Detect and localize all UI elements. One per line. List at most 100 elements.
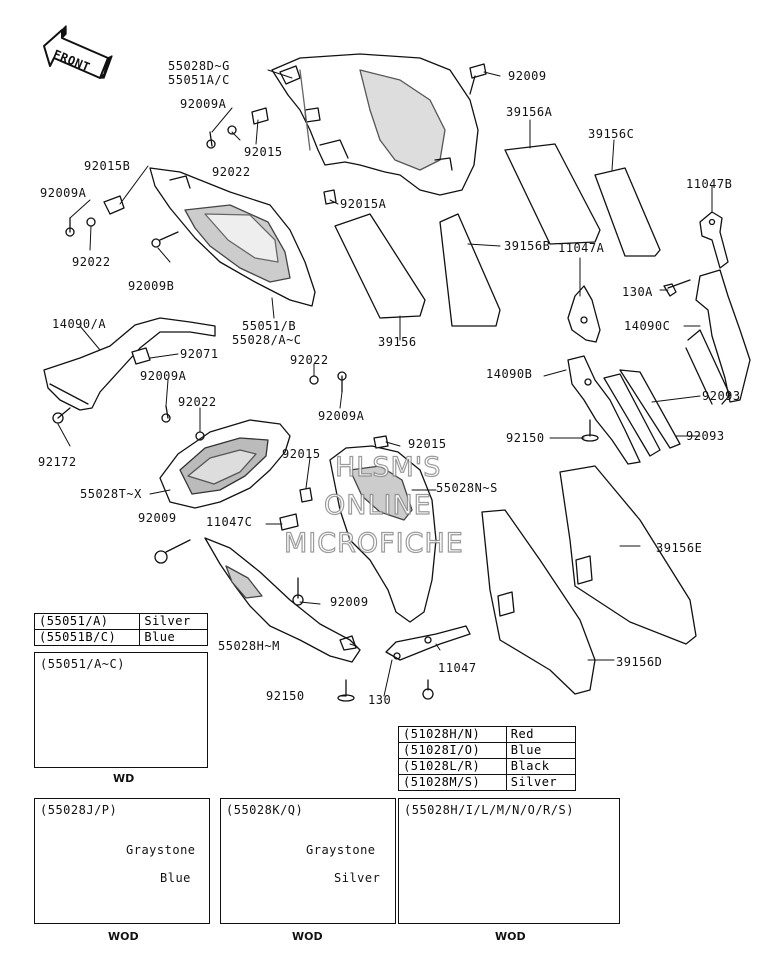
screw-92009a-4-icon xyxy=(337,371,347,393)
label-39156b: 39156B xyxy=(504,239,551,253)
table-cell: Red xyxy=(505,726,577,743)
inset-box-jp xyxy=(34,798,210,924)
label-92022-2: 92022 xyxy=(72,255,111,269)
bolt-130a-icon xyxy=(663,279,691,297)
clip-11047c-icon xyxy=(279,513,299,531)
color-table-51028: (51028H/N)Red (51028I/O)Blue (51028L/R)B… xyxy=(398,726,577,791)
label-39156c: 39156C xyxy=(588,127,635,141)
color-table-55051: (55051/A) Silver (55051B/C) Blue xyxy=(33,613,208,646)
inset-55051-caption: WD xyxy=(113,772,135,785)
label-39156d: 39156D xyxy=(616,655,663,669)
inset-55051-title: (55051/A~C) xyxy=(40,657,125,671)
label-92009-3: 92009 xyxy=(330,595,369,609)
bracket-11047b-part xyxy=(699,211,729,269)
inset-kq-title: (55028K/Q) xyxy=(226,803,304,817)
inner-fairing-14090a-part xyxy=(43,317,216,411)
label-92093-2: 92093 xyxy=(686,429,725,443)
grommet-92071-icon xyxy=(131,347,151,365)
label-55028n-s: 55028N~S xyxy=(436,481,498,495)
table-row: (55051/A) Silver xyxy=(33,613,208,630)
label-92071: 92071 xyxy=(180,347,219,361)
inset-kq-label-2: Silver xyxy=(334,871,381,885)
trim-39156-part xyxy=(334,213,426,319)
inset-all-title: (55028H/I/L/M/N/O/R/S) xyxy=(404,803,574,817)
table-cell: Black xyxy=(505,758,577,775)
table-cell: Blue xyxy=(505,742,577,759)
stay-14090c-part xyxy=(685,269,751,405)
label-11047: 11047 xyxy=(438,661,477,675)
inset-jp-label-2: Blue xyxy=(160,871,191,885)
table-row: (51028M/S)Silver xyxy=(398,774,577,791)
label-92093-1: 92093 xyxy=(702,389,741,403)
front-arrow-icon xyxy=(43,25,113,79)
table-row: (51028L/R)Black xyxy=(398,758,577,775)
label-14090a: 14090/A xyxy=(52,317,107,331)
label-11047b: 11047B xyxy=(686,177,733,191)
label-55051b: 55051/B xyxy=(242,319,297,333)
label-92015-3: 92015 xyxy=(408,437,447,451)
watermark-line-3: MICROFICHE xyxy=(283,527,464,559)
label-55028t-x: 55028T~X xyxy=(80,487,142,501)
screw-92009a-2-icon xyxy=(65,217,75,237)
stay-14090b-part xyxy=(567,355,681,465)
label-39156: 39156 xyxy=(378,335,417,349)
screw-92172-icon xyxy=(52,407,71,424)
label-55028d-g: 55028D~G xyxy=(168,59,230,73)
nut-92015-2-icon xyxy=(299,487,313,503)
table-cell: (51028L/R) xyxy=(398,758,507,775)
screw-92009b-icon xyxy=(151,231,179,248)
label-92009a-4: 92009A xyxy=(318,409,365,423)
label-92015-2: 92015 xyxy=(282,447,321,461)
inset-box-kq xyxy=(220,798,396,924)
label-55028a-c: 55028/A~C xyxy=(232,333,302,347)
inset-kq-caption: WOD xyxy=(292,930,323,943)
label-92172: 92172 xyxy=(38,455,77,469)
trim-39156c-part xyxy=(594,167,661,257)
label-92009-top: 92009 xyxy=(508,69,547,83)
washer-92022-1-icon xyxy=(227,125,237,135)
nut-92015b-icon xyxy=(103,195,125,215)
lower-cowl-55028hm-part xyxy=(204,537,361,663)
table-cell: (51028H/N) xyxy=(398,726,507,743)
inset-jp-label-1: Graystone xyxy=(126,843,196,857)
table-row: (51028I/O)Blue xyxy=(398,742,577,759)
label-92009b: 92009B xyxy=(128,279,175,293)
trim-39156d-part xyxy=(481,509,596,695)
label-14090c: 14090C xyxy=(624,319,671,333)
label-14090b: 14090B xyxy=(486,367,533,381)
label-55028h-m: 55028H~M xyxy=(218,639,280,653)
table-cell: (55051/A) xyxy=(33,613,141,630)
screw-92009-3-icon xyxy=(292,577,304,606)
table-cell: Silver xyxy=(505,774,577,791)
table-cell: (51028I/O) xyxy=(398,742,507,759)
nut-92015a-icon xyxy=(323,189,337,205)
table-cell: Blue xyxy=(139,629,208,646)
label-11047c: 11047C xyxy=(206,515,253,529)
washer-92022-2-icon xyxy=(86,217,96,227)
inset-box-55051 xyxy=(34,652,208,768)
label-92022-1: 92022 xyxy=(212,165,251,179)
inset-box-all xyxy=(398,798,620,924)
label-92022-4: 92022 xyxy=(290,353,329,367)
trim-39156a-part xyxy=(504,143,601,245)
inset-jp-title: (55028J/P) xyxy=(40,803,118,817)
label-39156a: 39156A xyxy=(506,105,553,119)
table-cell: Silver xyxy=(139,613,208,630)
inset-jp-caption: WOD xyxy=(108,930,139,943)
label-92150-1: 92150 xyxy=(506,431,545,445)
table-row: (55051B/C) Blue xyxy=(33,629,208,646)
inset-all-caption: WOD xyxy=(495,930,526,943)
watermark-line-1: HLSM'S xyxy=(334,451,442,483)
screw-92009-2-icon xyxy=(154,539,191,564)
label-39156e: 39156E xyxy=(656,541,703,555)
screw-92009a-1-icon xyxy=(206,131,216,149)
label-92009-2: 92009 xyxy=(138,511,177,525)
bracket-11047-part xyxy=(385,625,471,661)
bolt-130-icon xyxy=(422,679,434,700)
upper-inner-cover-part xyxy=(271,53,479,196)
label-11047a: 11047A xyxy=(558,241,605,255)
inset-kq-label-1: Graystone xyxy=(306,843,376,857)
trim-39156b-part xyxy=(439,213,501,327)
nut-92015-3-icon xyxy=(373,435,389,449)
label-92015-1: 92015 xyxy=(244,145,283,159)
